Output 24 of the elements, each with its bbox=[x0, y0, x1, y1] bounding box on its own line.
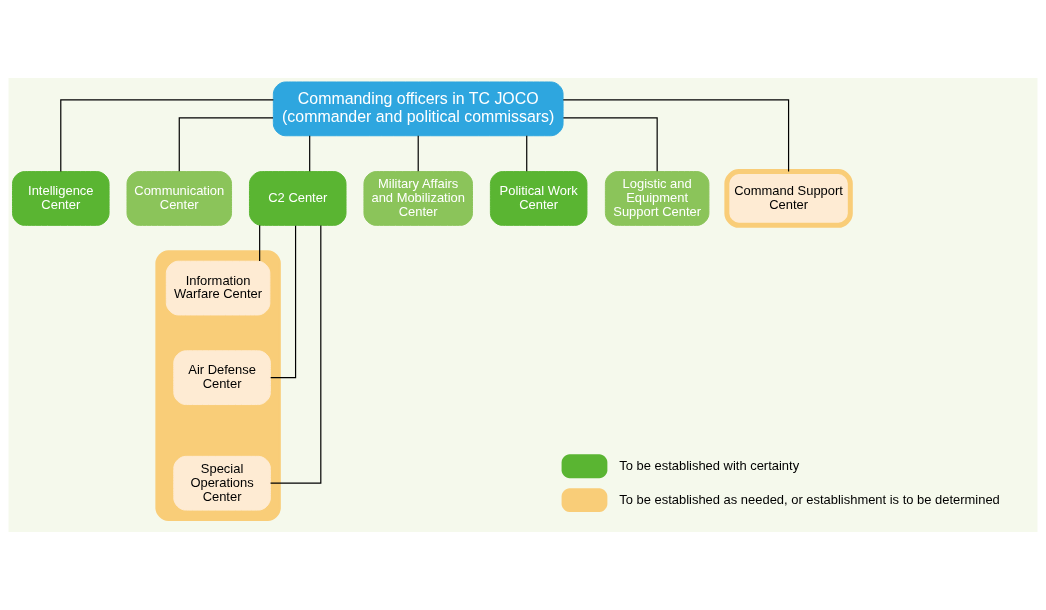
node-box: C2 Center bbox=[248, 171, 347, 226]
legend-label: To be established with certainty bbox=[619, 457, 800, 473]
connector bbox=[309, 135, 311, 172]
connector bbox=[60, 99, 274, 173]
connector bbox=[270, 225, 297, 379]
node-box: Special Operations Center bbox=[173, 455, 271, 511]
node-box: Communication Center bbox=[126, 171, 233, 226]
cluster bbox=[155, 250, 281, 522]
node-box: Military Affairs and Mobilization Center bbox=[363, 171, 473, 226]
legend-label: To be established as needed, or establishment is to be determined bbox=[619, 491, 1000, 507]
node-box: Commanding officers in TC JOCO (commander and political commissars) bbox=[272, 81, 564, 137]
node-box: Political Work Center bbox=[489, 171, 588, 226]
connector bbox=[417, 135, 419, 172]
node-box: Information Warfare Center bbox=[165, 260, 271, 316]
node-box: Intelligence Center bbox=[12, 171, 110, 226]
connector bbox=[562, 99, 790, 173]
node-box: Logistic and Equipment Support Center bbox=[604, 171, 710, 226]
connector bbox=[178, 117, 274, 172]
connector bbox=[562, 117, 658, 172]
node-box: Air Defense Center bbox=[173, 350, 271, 406]
connector bbox=[259, 224, 261, 262]
node-box: Command Support Center bbox=[724, 169, 853, 228]
connector bbox=[526, 135, 528, 172]
connector bbox=[269, 224, 322, 484]
